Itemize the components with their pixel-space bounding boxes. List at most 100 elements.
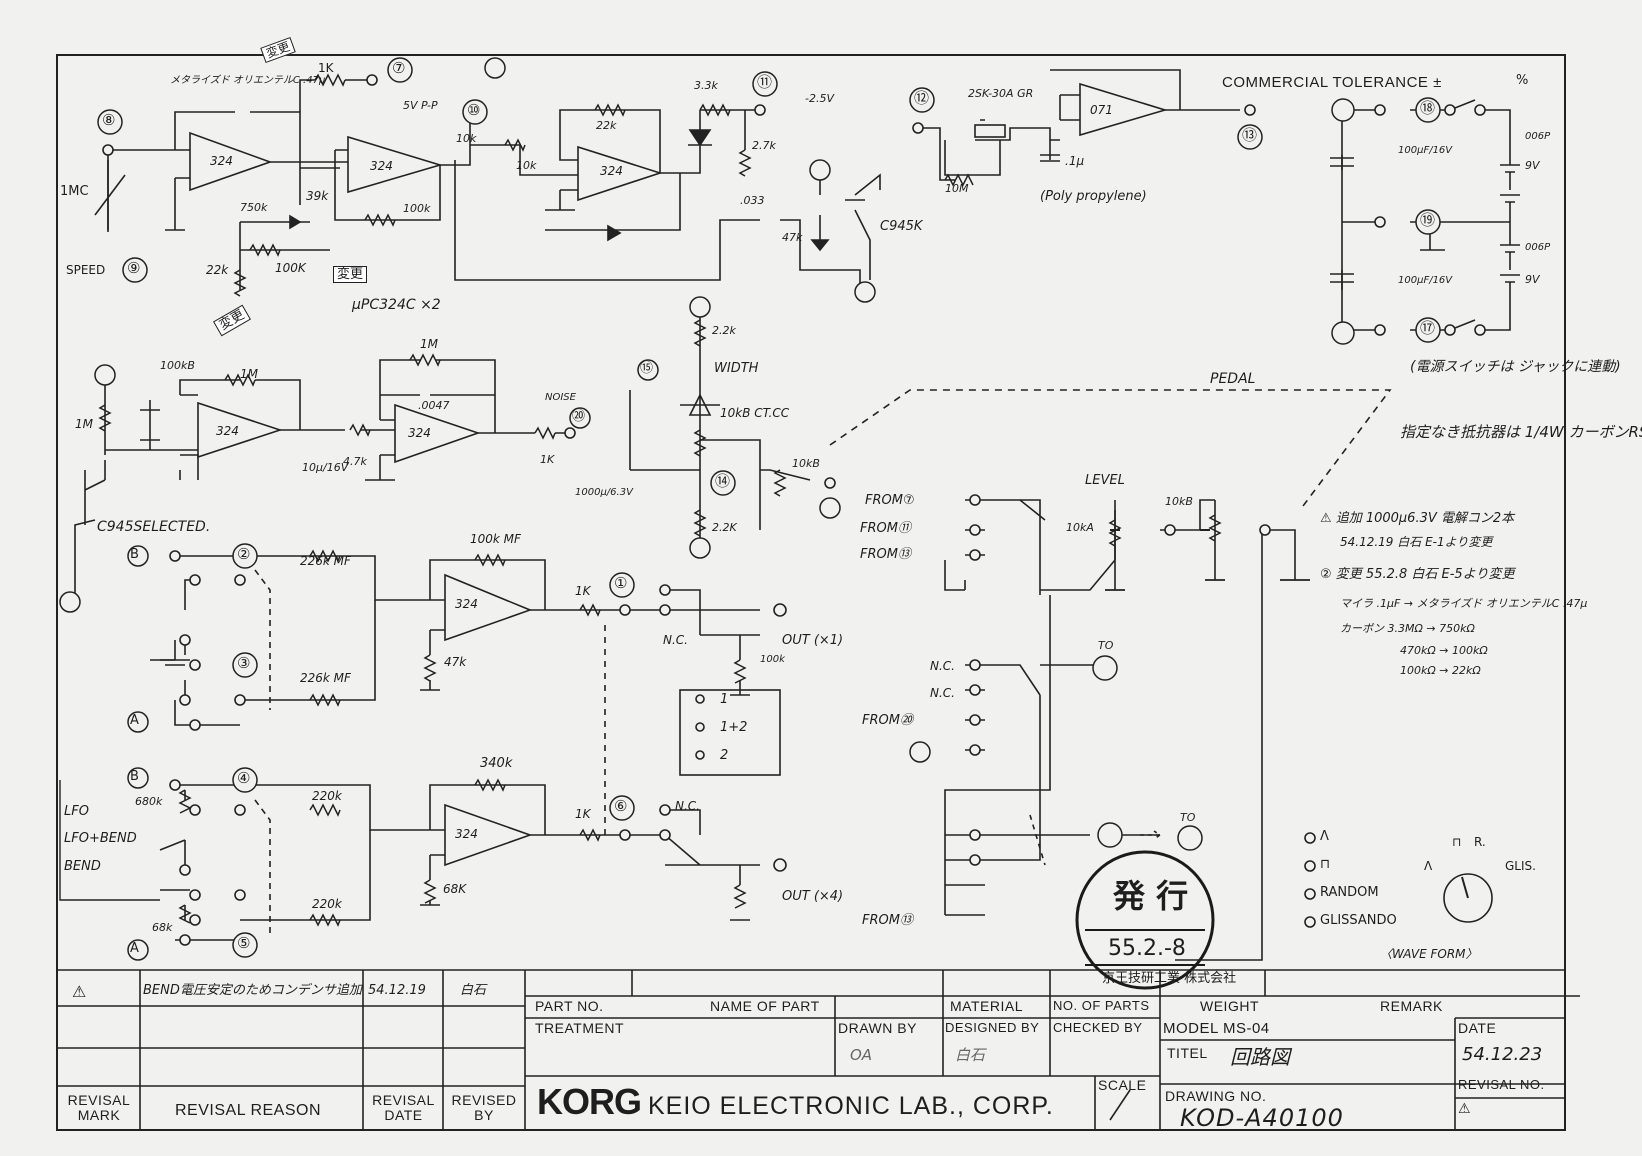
ic-324-b: 324: [370, 159, 393, 173]
korg-logo: KORG: [537, 1081, 642, 1122]
r-10kA: 10kA: [1066, 521, 1094, 534]
title-block-lines: [57, 970, 1580, 1130]
r-22k: 22k: [596, 119, 617, 132]
from-20: FROM⑳: [862, 713, 913, 728]
designed-by-label: DESIGNED BY: [945, 1020, 1040, 1035]
switch-a-2: A: [130, 941, 139, 956]
r-1k-noise: 1K: [540, 453, 555, 466]
c-006p-b: 006P: [1525, 242, 1551, 253]
pot-1mc: 1MC: [60, 184, 89, 199]
r-100k-b: 100k: [403, 202, 431, 215]
r-340k: 340k: [480, 756, 513, 771]
rev-row-mark: ⚠: [72, 982, 87, 1001]
resistor-note: 指定なき抵抗器は 1/4W カーボンRS ±5%: [1400, 423, 1642, 441]
pin-12: ⑫: [914, 89, 930, 107]
metalized-label: メタライズド オリエンテルC .47μ: [170, 75, 326, 86]
ic-071: 071: [1090, 103, 1113, 117]
pin-8: ⑧: [102, 111, 116, 129]
date-value: 54.12.23: [1462, 1044, 1543, 1065]
weight-label: WEIGHT: [1200, 998, 1259, 1014]
change-stamp-a: 変更: [333, 266, 368, 283]
pin-20: ⑳: [572, 409, 586, 424]
r-10kB-b: 10kB: [1165, 495, 1193, 508]
to-b-label: TO: [1180, 811, 1196, 824]
rev-row-date: 54.12.19: [368, 983, 426, 998]
name-of-part-label: NAME OF PART: [710, 998, 820, 1014]
selected-label: C945SELECTED.: [97, 519, 211, 535]
out4-label: OUT (×4): [782, 889, 844, 904]
r-750k: 750k: [240, 201, 268, 214]
ic-324-f: 324: [455, 597, 478, 611]
remark-label: REMARK: [1380, 998, 1443, 1014]
tolerance-unit: %: [1516, 73, 1529, 88]
r-22k-b: 22k: [206, 263, 229, 277]
r-27k: 2.7k: [752, 139, 776, 152]
pin-9: ⑨: [127, 259, 141, 277]
r-22k-w: 2.2k: [712, 324, 736, 337]
scale-label: SCALE: [1098, 1077, 1147, 1093]
c-1u: .1μ: [1065, 154, 1085, 168]
ic-324-a: 324: [210, 154, 233, 168]
from-13-b: FROM⑬: [862, 913, 913, 928]
stamp-company: 京王技研工業 株式会社: [1102, 971, 1237, 986]
c-0047: .0047: [418, 399, 450, 412]
pin-14: ⑭: [715, 472, 731, 490]
material-label: MATERIAL: [950, 998, 1023, 1014]
change-note-2: ② 変更 55.2.8 白石 E-5より変更: [1320, 567, 1515, 582]
pin-11: ⑪: [757, 73, 773, 91]
pot-10kb-ct: 10kB CT.CC: [720, 406, 790, 420]
switch-b-2: B: [130, 769, 139, 784]
part-no-label: PART NO.: [535, 998, 604, 1014]
knob-glis: GLIS.: [1505, 859, 1536, 873]
pin-2: ②: [237, 545, 251, 563]
r-33k: 3.3k: [694, 79, 718, 92]
bat-9v: 9V: [1525, 159, 1540, 172]
r-68K: 68K: [443, 882, 467, 896]
r-220k: 220k: [312, 789, 342, 803]
nc-3: N.C.: [930, 659, 955, 673]
c-100u16: 100μF/16V: [1398, 145, 1453, 156]
pin-10: ⑩: [467, 101, 481, 119]
designed-sign: 白石: [955, 1046, 986, 1064]
stamp-title: 発 行: [1113, 877, 1189, 915]
pin-15: ⑮: [640, 361, 654, 376]
r-10m: 10M: [945, 182, 969, 195]
change-note-2a: マイラ .1μF → メタライズド オリエンテルC .47μ: [1340, 597, 1588, 610]
drawing-no-label: DRAWING NO.: [1165, 1088, 1267, 1104]
c-033: .033: [740, 194, 765, 207]
pin-19: ⑲: [1420, 211, 1436, 229]
no-of-parts-label: NO. OF PARTS: [1053, 998, 1150, 1013]
r-220k-b: 220k: [312, 897, 342, 911]
wave-opt-tri: Λ: [1320, 829, 1329, 844]
company-name: KEIO ELECTRONIC LAB., CORP.: [648, 1092, 1054, 1120]
model-label: MODEL MS-04: [1163, 1020, 1270, 1037]
change-note-1: ⚠ 追加 1000μ6.3V 電解コン2本: [1320, 511, 1515, 526]
from-11: FROM⑪: [860, 521, 911, 536]
pin-4: ④: [237, 769, 251, 787]
titel-label: TITEL: [1167, 1045, 1208, 1061]
col-revised-by: REVISED BY: [451, 1092, 517, 1123]
c-10u: 10μ/16V: [302, 461, 349, 474]
date-label: DATE: [1458, 1020, 1497, 1036]
r-100K: 100K: [275, 261, 306, 275]
speed-label: SPEED: [66, 263, 106, 277]
knob-sq: ⊓: [1452, 835, 1462, 849]
bat-9v-b: 9V: [1525, 273, 1540, 286]
level-label: LEVEL: [1085, 473, 1125, 488]
from-7: FROM⑦: [865, 493, 915, 508]
change-note-2d: 100kΩ → 22kΩ: [1400, 664, 1481, 677]
sw-lfo-bend: LFO+BEND: [64, 831, 137, 846]
rev-row-reason: BEND電圧安定のためコンデンサ追加: [143, 983, 362, 998]
tolerance-label: COMMERCIAL TOLERANCE ±: [1222, 74, 1442, 91]
to-12-label: TO: [1098, 639, 1114, 652]
out-opt-2: 2: [720, 748, 729, 763]
r-10k-b: 10k: [456, 132, 477, 145]
wave-opt-glissando: GLISSANDO: [1320, 913, 1397, 928]
ic-324-g: 324: [455, 827, 478, 841]
switch-b-1: B: [130, 547, 139, 562]
issue-stamp: [1075, 850, 1215, 990]
ic-324-e: 324: [408, 426, 431, 440]
revisal-no-label: REVISAL NO.: [1458, 1077, 1545, 1092]
v25: -2.5V: [805, 92, 834, 105]
